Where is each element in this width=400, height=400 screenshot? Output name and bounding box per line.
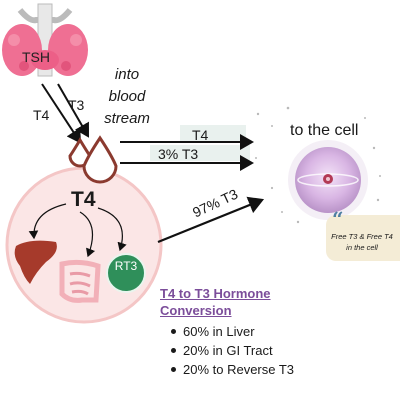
list-item: 20% in GI Tract xyxy=(166,341,294,360)
rt3-badge xyxy=(106,253,146,293)
rt3-conversion-arrow xyxy=(97,207,127,252)
cell-label: to the cell xyxy=(290,122,359,139)
t3-97-flow-arrow xyxy=(157,196,265,244)
liver-icon xyxy=(14,240,57,284)
secretion-t3-label: T3 xyxy=(68,97,85,113)
cell-icon xyxy=(288,140,368,220)
gi-conversion-arrow xyxy=(79,211,96,258)
cell-note-box xyxy=(326,215,400,261)
secretion-t4-label: T4 xyxy=(33,107,50,123)
quote-icon: “ xyxy=(332,207,344,231)
list-item: 20% to Reverse T3 xyxy=(166,360,294,379)
t3-secretion-arrow xyxy=(57,83,89,138)
t4-secretion-arrow xyxy=(41,83,82,144)
rt3-label: RT3 xyxy=(114,259,138,273)
center-t4-label: T4 xyxy=(71,188,96,211)
conversion-title: T4 to T3 Hormone Conversion xyxy=(160,286,271,318)
small-blood-drop-icon xyxy=(68,137,92,168)
thyroid-gland-icon xyxy=(2,3,88,77)
t4-flow-band xyxy=(180,125,246,141)
flow-t4-label: T4 xyxy=(192,127,209,143)
flow-t3-label: 3% T3 xyxy=(158,146,199,162)
t3-flow-band xyxy=(150,145,250,161)
blood-stream-label: into blood stream xyxy=(104,66,150,127)
gland-label: TSH xyxy=(22,49,50,65)
large-blood-drop-icon xyxy=(82,135,118,184)
cell-dots xyxy=(255,106,381,224)
list-item: 60% in Liver xyxy=(166,322,294,341)
cell-note-text: Free T3 & Free T4 in the cell xyxy=(331,232,393,252)
intestines-icon xyxy=(59,259,101,303)
liver-conversion-arrow xyxy=(28,203,67,240)
conversion-list: 60% in Liver 20% in GI Tract 20% to Reve… xyxy=(166,322,294,379)
